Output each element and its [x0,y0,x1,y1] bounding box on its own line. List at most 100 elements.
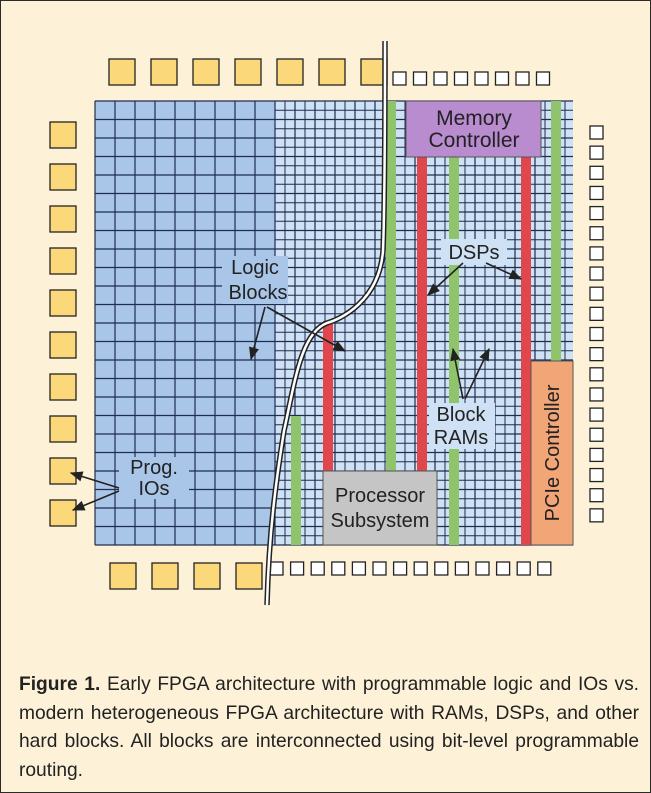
prog-ios-arrow-upper [69,471,120,489]
processor-subsystem-label-line1: Processor [335,485,425,507]
io-pad [318,58,346,86]
block-ram-column [386,101,396,545]
io-pad [351,561,367,576]
block-ram-column [449,101,459,545]
block-ram-column [291,416,301,545]
io-pad [331,561,346,576]
io-pad [49,373,77,401]
io-pad [454,561,470,576]
block-rams-arrow-right [464,347,490,400]
io-pad [589,508,604,523]
io-pad [589,346,604,362]
figure-caption-text: Early FPGA architecture with programmabl… [19,674,640,781]
io-pad [589,306,604,322]
io-pad [494,71,510,86]
io-pad [589,226,604,241]
memory-controller-block [405,100,542,158]
io-pad [589,165,604,180]
io-pad [413,561,428,576]
io-pad [589,367,604,382]
prog-ios-label-line2: IOs [138,478,169,500]
io-pad [49,457,77,485]
io-pad [109,562,137,590]
prog-ios-label-bg [119,457,189,499]
logic-blocks-label-line2: Blocks [229,282,288,304]
io-pad [289,561,305,576]
block-ram-column [551,101,561,361]
dsp-column [521,157,531,545]
processor-subsystem-block [322,470,438,546]
io-pad [392,71,407,86]
io-pad [433,71,448,86]
io-pad [434,561,449,576]
io-pad [372,561,387,576]
io-pad [269,561,284,576]
io-pad [193,562,221,590]
era-divider-curve-inner [265,40,387,606]
io-pad [235,562,263,590]
io-pad [412,71,428,86]
io-pad [453,71,469,86]
io-pad [49,163,77,191]
io-pad [589,387,604,402]
io-pad [150,58,178,86]
io-pad [495,561,511,576]
io-pad [49,415,77,443]
io-pad [589,266,604,281]
dsp-column [417,157,427,545]
io-pad [535,71,551,86]
io-pads [49,58,604,590]
io-pad [515,71,530,86]
io-pad [474,71,489,86]
io-pad [276,58,304,86]
logic-blocks-arrow-early [249,306,266,361]
io-pad [49,121,77,149]
block-rams-arrow-left [450,347,464,400]
io-pad [49,499,77,527]
io-pad [49,247,77,275]
logic-blocks-label-line1: Logic [231,257,279,279]
dsp-column [323,321,333,545]
block-rams-label-bg [429,403,495,449]
io-pad [49,331,77,359]
logic-blocks-arrow-modern [266,306,347,352]
figure-caption: Figure 1. Early FPGA architecture with p… [19,671,639,785]
io-pad [310,561,325,576]
io-pad [589,488,604,503]
dsps-label-bg [441,239,507,265]
block-rams-label-line2: RAMs [434,427,488,449]
io-pad [108,58,136,86]
io-pad [192,58,220,86]
io-pad [589,185,604,201]
io-pad [589,145,604,160]
io-pad [475,561,490,576]
prog-ios-arrow-lower [71,490,120,511]
io-pad [589,447,604,463]
dsps-arrow-left [427,262,464,296]
io-pad [589,326,604,342]
block-rams-label-line1: Block [437,404,487,426]
io-pad [537,561,552,576]
io-pad [49,205,77,233]
io-pad [392,561,408,576]
logic-blocks-label-bg [222,256,288,304]
fpga-architecture-diagram: Memory Controller Processor Subsystem PC… [49,40,604,606]
io-pad [589,427,604,442]
io-pad [589,125,604,140]
pcie-controller-label: PCIe Controller [542,384,564,521]
io-pad [49,289,77,317]
prog-ios-label-line1: Prog. [130,457,178,479]
io-pad [516,561,531,576]
io-pad [234,58,262,86]
label-arrows [69,262,523,511]
dsps-label: DSPs [448,242,499,264]
io-pad [589,467,604,483]
io-pad [151,562,179,590]
processor-subsystem-label-line2: Subsystem [331,510,430,532]
io-pad [589,246,604,261]
dsps-arrow-right [485,262,523,280]
figure-label: Figure 1. [19,674,101,695]
pcie-controller-block [530,360,574,546]
io-pad [589,286,604,301]
